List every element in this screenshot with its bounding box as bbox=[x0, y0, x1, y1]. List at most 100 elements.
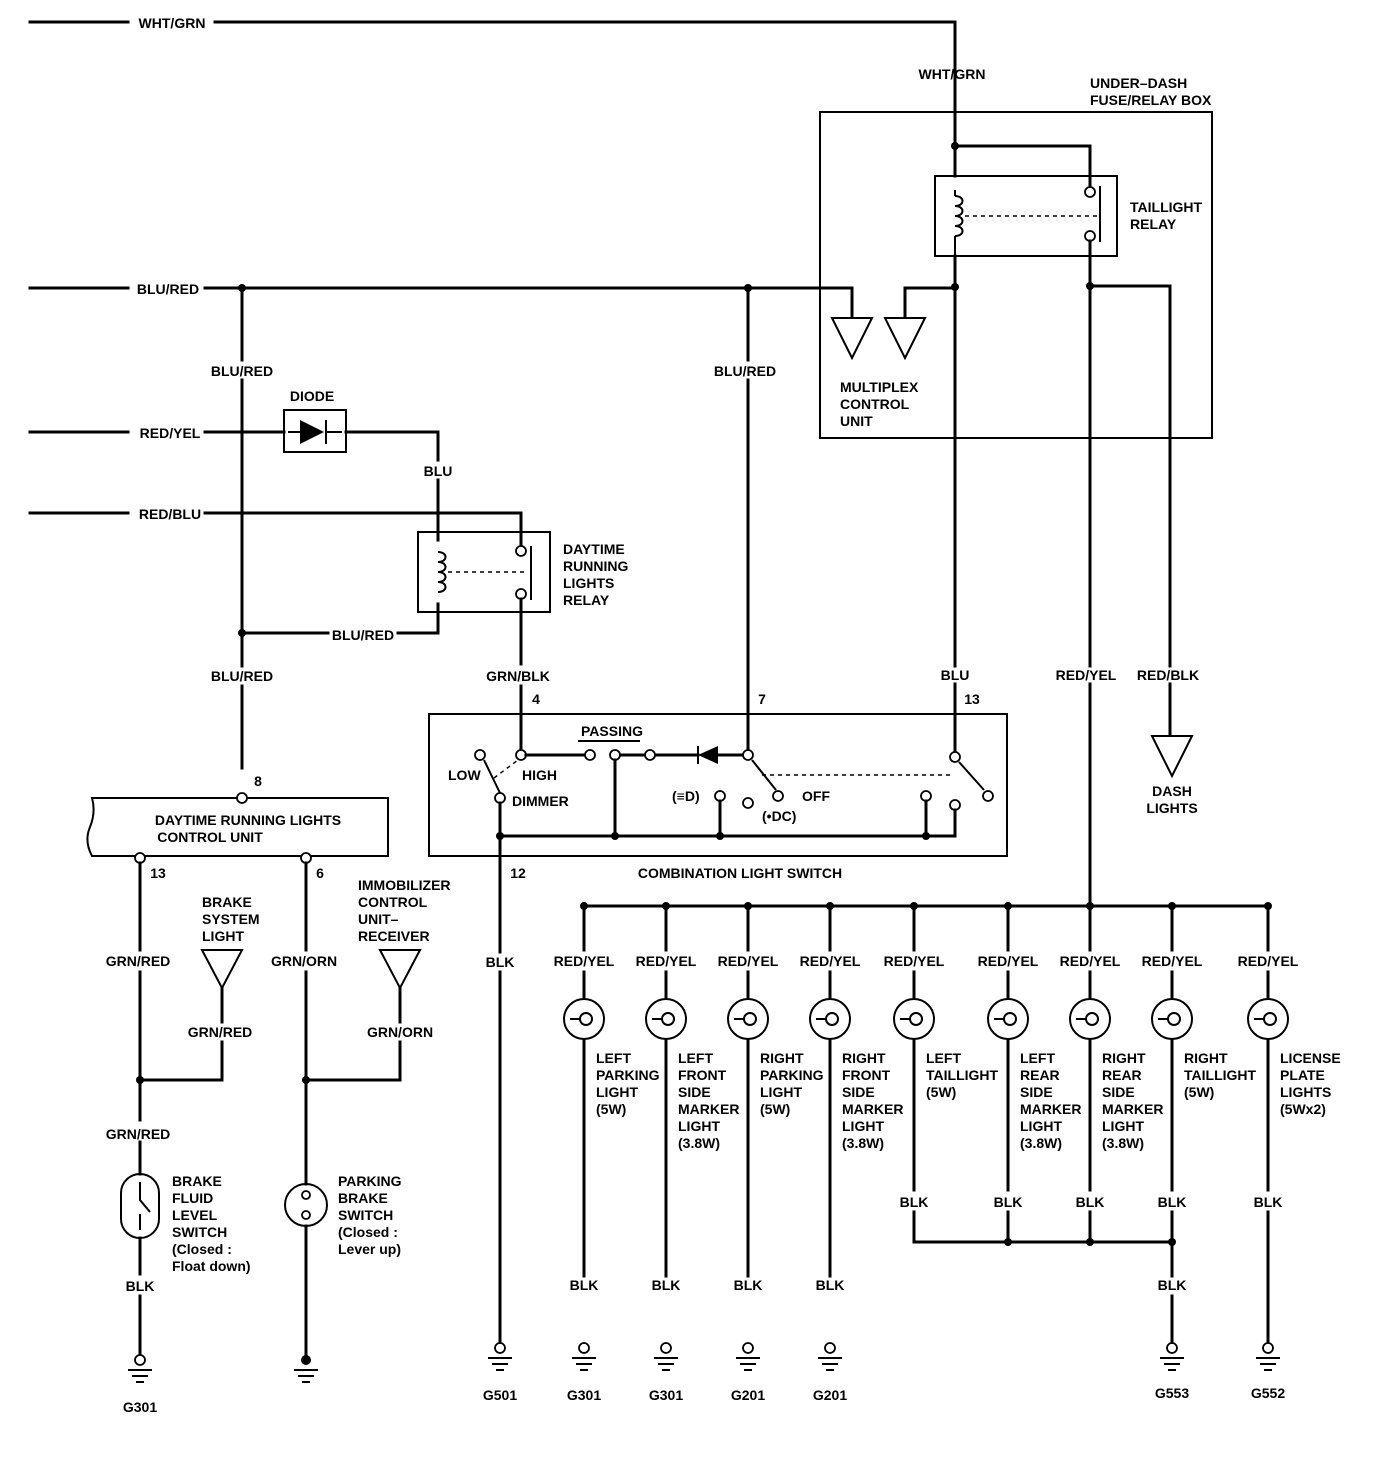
parking-brake-branch: GRN/ORN IMMOBILIZER CONTROL UNIT– RECEIV… bbox=[271, 861, 451, 1358]
wire-label-red-yel: RED/YEL bbox=[140, 425, 201, 441]
wire-label-red-yel-main: RED/YEL bbox=[1056, 667, 1117, 683]
light-blk-label: BLK bbox=[1254, 1194, 1283, 1210]
parking-brake-switch-icon bbox=[284, 1183, 328, 1227]
diode-icon bbox=[300, 420, 324, 444]
wire-label-blk-brake: BLK bbox=[126, 1278, 155, 1294]
wire-label-blk-12: BLK bbox=[486, 954, 515, 970]
immobilizer-receiver-icon bbox=[378, 949, 422, 991]
light-label-line: (5Wx2) bbox=[1280, 1101, 1326, 1117]
dash-lights-label-2: LIGHTS bbox=[1146, 800, 1197, 816]
switch-diode-icon bbox=[698, 746, 718, 764]
light-4: RED/YELRIGHTFRONTSIDEMARKERLIGHT(3.8W)BL… bbox=[800, 902, 903, 1293]
taillight-relay bbox=[934, 175, 1118, 257]
lights-group: RED/YELLEFTPARKINGLIGHT(5W)BLKRED/YELLEF… bbox=[554, 902, 1341, 1348]
ground-4: G301 bbox=[649, 1342, 683, 1403]
wire-label-blu-red-4: BLU/RED bbox=[332, 627, 394, 643]
light-label-line: SIDE bbox=[678, 1084, 711, 1100]
ground-label: G552 bbox=[1251, 1385, 1285, 1401]
pin-7: 7 bbox=[758, 691, 766, 707]
light-label-line: SIDE bbox=[1102, 1084, 1135, 1100]
ground-1: G301 bbox=[123, 1354, 157, 1415]
light-label-line: TAILLIGHT bbox=[926, 1067, 999, 1083]
wire-label-grn-orn-2: GRN/ORN bbox=[367, 1024, 433, 1040]
light-blk-label: BLK bbox=[1076, 1194, 1105, 1210]
multiplex-label-2: CONTROL bbox=[840, 396, 910, 412]
light-label-line: FRONT bbox=[678, 1067, 727, 1083]
brake-fluid-label-3: LEVEL bbox=[172, 1207, 218, 1223]
brake-light-label-3: LIGHT bbox=[202, 928, 244, 944]
dimmer-label: DIMMER bbox=[512, 793, 569, 809]
ground-label: G301 bbox=[649, 1387, 683, 1403]
light-blk-label-lower: BLK bbox=[816, 1277, 845, 1293]
wire-label-blu-red-2: BLU/RED bbox=[211, 363, 273, 379]
ground-label: G553 bbox=[1155, 1385, 1189, 1401]
immobilizer-label-2: CONTROL bbox=[358, 894, 428, 910]
drl-unit-label-1: DAYTIME RUNNING LIGHTS bbox=[155, 812, 341, 828]
pin-13b: 13 bbox=[150, 865, 166, 881]
diode bbox=[283, 409, 347, 453]
light-wire-label: RED/YEL bbox=[1142, 953, 1203, 969]
light-blk-label-lower: BLK bbox=[570, 1277, 599, 1293]
relay-coil-icon bbox=[954, 195, 964, 237]
dash-lights-label-1: DASH bbox=[1152, 783, 1192, 799]
light-wire-label: RED/YEL bbox=[884, 953, 945, 969]
light-label-line: SIDE bbox=[1020, 1084, 1053, 1100]
parking-brake-label-5: Lever up) bbox=[338, 1241, 401, 1257]
bulb-icon bbox=[893, 998, 935, 1040]
light-label-line: TAILLIGHT bbox=[1184, 1067, 1257, 1083]
wire-label-grn-red-1: GRN/RED bbox=[106, 953, 171, 969]
wire-label-blu-13: BLU bbox=[941, 667, 970, 683]
ground-icon bbox=[578, 1342, 590, 1354]
ground-label: G201 bbox=[731, 1387, 765, 1403]
pin-4: 4 bbox=[532, 691, 540, 707]
low-label: LOW bbox=[448, 767, 481, 783]
light-label-line: (3.8W) bbox=[678, 1135, 720, 1151]
wht-grn-feed: WHT/GRN WHT/GRN bbox=[28, 15, 985, 144]
ground-2: G501 bbox=[483, 1342, 517, 1403]
ground-icon bbox=[134, 1354, 146, 1366]
light-wire-label: RED/YEL bbox=[978, 953, 1039, 969]
light-label-line: MARKER bbox=[842, 1101, 903, 1117]
ground-icon bbox=[742, 1342, 754, 1354]
light-wire-label: RED/YEL bbox=[1238, 953, 1299, 969]
light-label-line: SIDE bbox=[842, 1084, 875, 1100]
light-label-line: LIGHT bbox=[1020, 1118, 1062, 1134]
light-label-line: REAR bbox=[1020, 1067, 1060, 1083]
pin-8: 8 bbox=[254, 773, 262, 789]
light-label-line: LEFT bbox=[1020, 1050, 1055, 1066]
wire-label-grn-orn-1: GRN/ORN bbox=[271, 953, 337, 969]
brake-fluid-branch: GRN/RED GRN/RED BRAKE SYSTEM LIGHT GRN/R… bbox=[106, 861, 260, 1358]
diode-label: DIODE bbox=[290, 388, 334, 404]
pin-6: 6 bbox=[316, 865, 324, 881]
ground-icon bbox=[660, 1342, 672, 1354]
light-wire-label: RED/YEL bbox=[718, 953, 779, 969]
light-wire-label: RED/YEL bbox=[636, 953, 697, 969]
drl-control-unit: DAYTIME RUNNING LIGHTS CONTROL UNIT 8 13… bbox=[86, 773, 389, 881]
drl-relay-label-1: DAYTIME bbox=[563, 541, 625, 557]
brake-fluid-label-5: (Closed : bbox=[172, 1241, 232, 1257]
pin-13: 13 bbox=[964, 691, 980, 707]
brake-fluid-switch-icon bbox=[120, 1173, 160, 1239]
multiplex-input-2-icon bbox=[883, 317, 927, 361]
ground-label: G501 bbox=[483, 1387, 517, 1403]
parking-brake-label-4: (Closed : bbox=[338, 1224, 398, 1240]
bulb-icon bbox=[809, 998, 851, 1040]
ground-8: G552 bbox=[1251, 1342, 1285, 1401]
ground-icon bbox=[494, 1342, 506, 1354]
light-label-line: LEFT bbox=[596, 1050, 631, 1066]
diode-feed: RED/YEL DIODE BLU bbox=[28, 388, 453, 542]
multiplex-label-1: MULTIPLEX bbox=[840, 379, 919, 395]
wire-label-blu: BLU bbox=[424, 463, 453, 479]
light-label-line: (5W) bbox=[1184, 1084, 1214, 1100]
bulb-icon bbox=[1151, 998, 1193, 1040]
drl-relay-coil-icon bbox=[437, 551, 447, 593]
bulb-icon bbox=[987, 998, 1029, 1040]
light-label-line: (3.8W) bbox=[842, 1135, 884, 1151]
light-label-line: (5W) bbox=[596, 1101, 626, 1117]
parking-brake-label-2: BRAKE bbox=[338, 1190, 388, 1206]
